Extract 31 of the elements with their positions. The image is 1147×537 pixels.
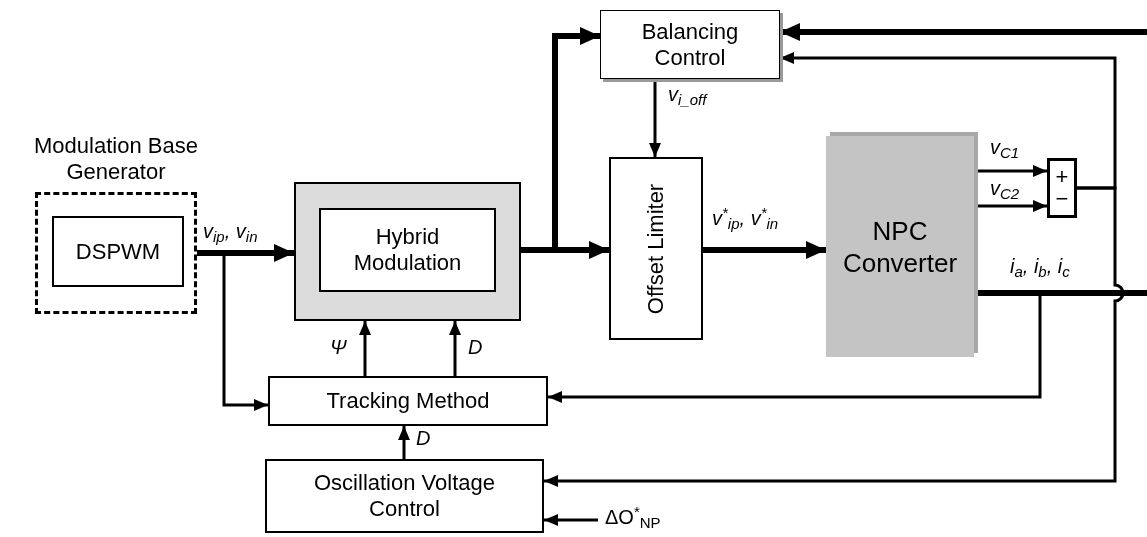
sign-symbol: + (1055, 166, 1069, 188)
arrow (703, 241, 826, 259)
block-label: DSPWM (75, 238, 161, 265)
arrow (544, 514, 598, 526)
block-label: Hybrid Modulation (352, 224, 463, 276)
arrow (544, 186, 1124, 487)
arrow (649, 79, 661, 157)
arrow (359, 321, 371, 376)
arrow (780, 23, 1147, 41)
arrow (197, 244, 294, 262)
process-box (265, 459, 544, 533)
block-label: Tracking Method (326, 388, 490, 414)
arrow (398, 426, 410, 459)
arrow (197, 251, 268, 411)
process-box (600, 10, 780, 79)
process-box (319, 208, 496, 292)
arrow (449, 321, 461, 376)
block-label: NPC Converter (841, 214, 959, 279)
module-box (294, 182, 521, 321)
process-box (52, 216, 184, 287)
arrow (548, 293, 1042, 403)
block-label: Balancing Control (640, 18, 740, 71)
block-label: Offset Limiter (643, 183, 669, 314)
group-heading: Modulation Base Generator (33, 133, 199, 185)
process-box (609, 157, 703, 340)
arrow (521, 27, 600, 253)
process-box (268, 376, 548, 426)
summing-junction (1047, 158, 1077, 218)
sign-symbol: − (1055, 188, 1069, 210)
arrow (780, 52, 1117, 190)
block-label: Oscillation Voltage Control (313, 470, 496, 522)
